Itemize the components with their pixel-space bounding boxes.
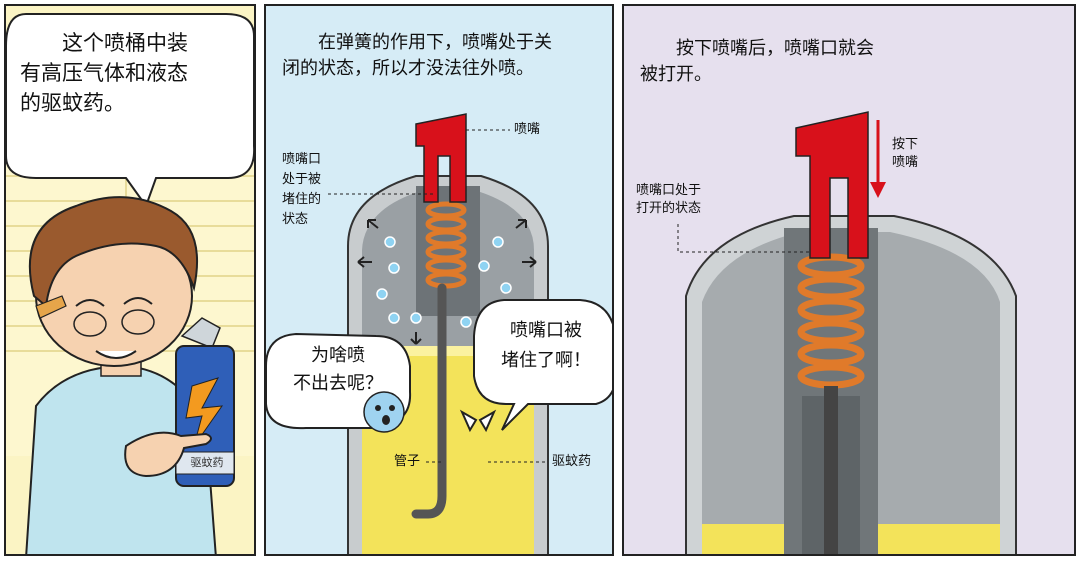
label-press: 按下 喷嘴 <box>892 137 919 170</box>
panel-1: 这个喷桶中装 有高压气体和液态 的驱蚊药。 驱蚊药 <box>4 4 256 556</box>
panel-2-illustration <box>266 113 612 554</box>
spring <box>425 201 467 289</box>
speech-bubble-text: 这个喷桶中装 有高压气体和液态 的驱蚊药。 <box>20 31 188 115</box>
nozzle <box>795 111 869 259</box>
nozzle <box>415 113 467 203</box>
panel-2: 在弹簧的作用下，喷嘴处于关 闭的状态，所以才没法往外喷。 喷嘴 喷嘴口 处于被 … <box>264 4 614 556</box>
label-nozzle: 喷嘴 <box>514 122 541 137</box>
label-tube: 管子 <box>394 454 421 469</box>
panel-1-illustration <box>6 13 254 554</box>
can-label: 驱蚊药 <box>190 456 224 469</box>
label-blocked: 喷嘴口 处于被 堵住的 状态 <box>282 152 322 227</box>
angry-eyes <box>459 409 497 433</box>
boy-hand <box>124 431 212 478</box>
boy-head <box>28 196 198 367</box>
speech-bubble-right-text: 喷嘴口被 堵住了啊！ <box>501 320 591 371</box>
spring <box>797 253 865 389</box>
speech-bubble-left-text: 为啥喷 不出去呢？ <box>293 345 383 394</box>
label-liquid: 驱蚊药 <box>552 454 592 469</box>
press-arrow <box>870 120 886 198</box>
gas-bubbles <box>376 236 512 328</box>
panel-3-illustration <box>677 111 1017 554</box>
can-cross-section <box>685 215 1017 554</box>
worried-face <box>363 391 405 433</box>
spray-can <box>175 317 235 487</box>
label-open: 喷嘴口处于 打开的状态 <box>636 183 702 216</box>
dip-tube <box>824 386 838 554</box>
panel-3: 按下喷嘴后，喷嘴口就会 被打开。 按下 喷嘴 喷嘴口处于 打开的状态 <box>622 4 1076 556</box>
speech-bubble-right <box>473 299 612 431</box>
panel-2-caption: 在弹簧的作用下，喷嘴处于关 闭的状态，所以才没法往外喷。 <box>282 32 552 79</box>
dip-tube <box>411 283 447 519</box>
panel-3-caption: 按下喷嘴后，喷嘴口就会 被打开。 <box>640 38 874 85</box>
speech-bubble <box>6 13 254 209</box>
